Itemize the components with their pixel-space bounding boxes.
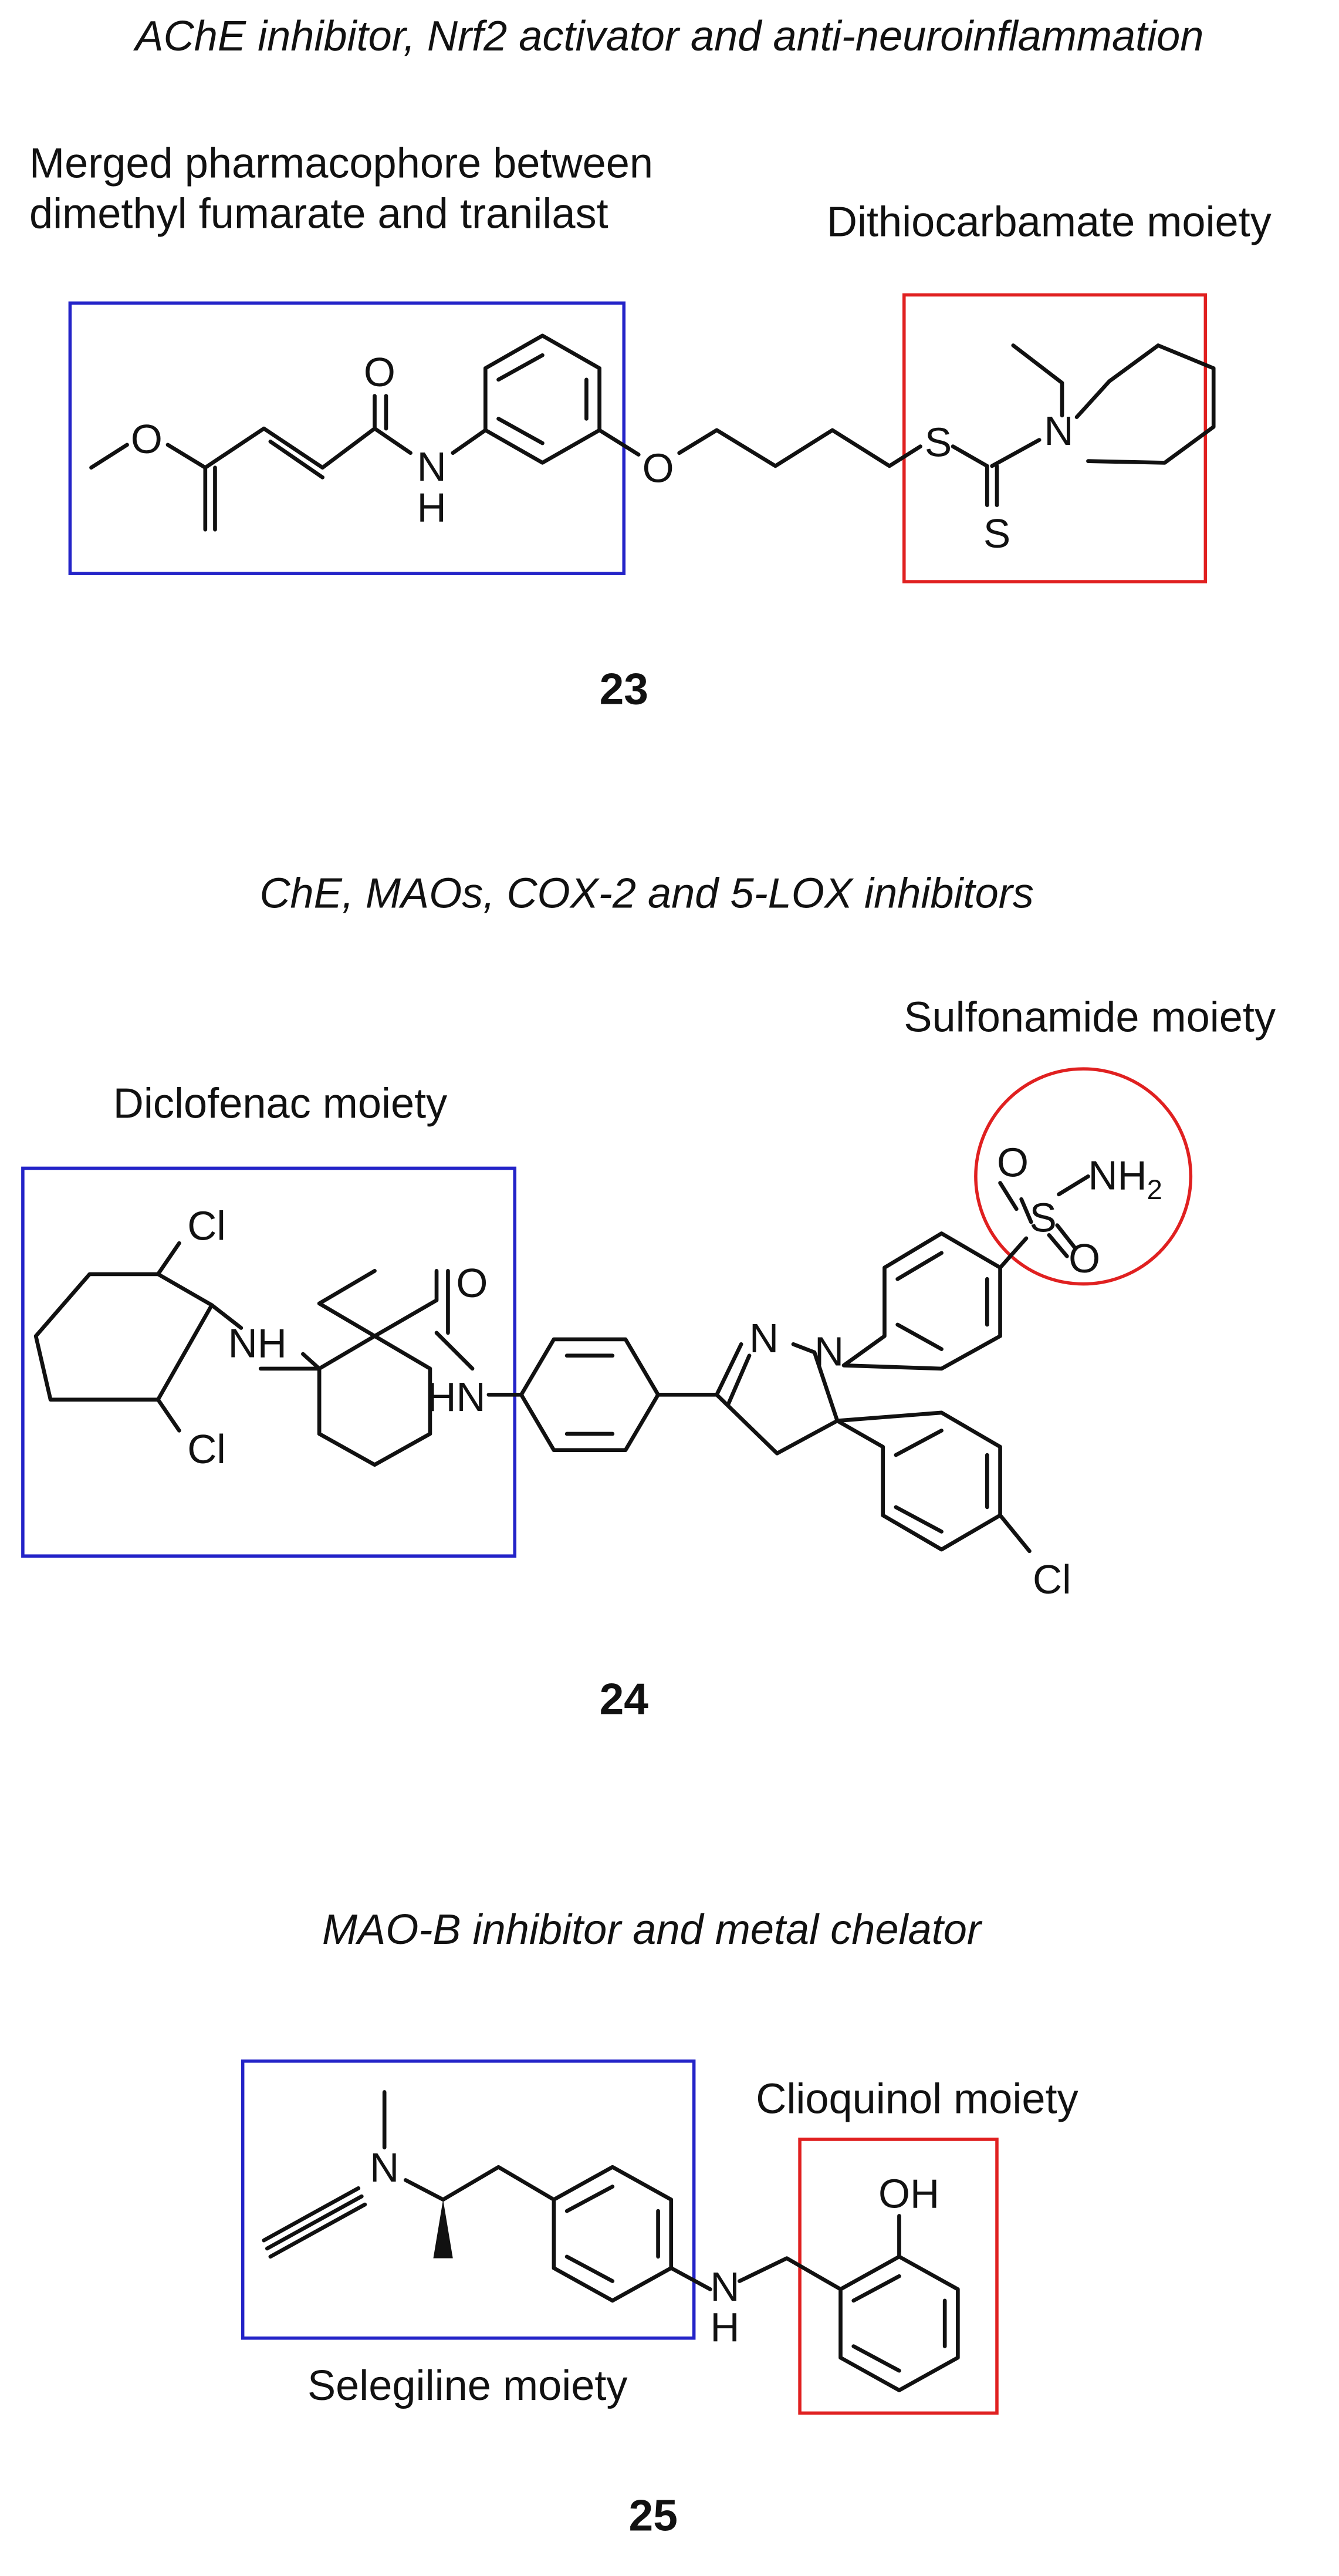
atom-N-piperidine: N (1044, 408, 1073, 454)
atom-N-aniline: N (710, 2264, 739, 2310)
compound-24-left-label: Diclofenac moiety (113, 1080, 447, 1127)
atom-NH2: NH2 (1088, 1153, 1162, 1206)
atom-N-pyrazoline-2: N (814, 1328, 844, 1374)
compound-25-title: MAO-B inhibitor and metal chelator (322, 1906, 983, 1953)
compound-23: AChE inhibitor, Nrf2 activator and anti-… (29, 13, 1272, 713)
compound-24-number: 24 (600, 1674, 649, 1723)
atom-NH: NH (228, 1320, 287, 1366)
atom-O-methoxy: O (131, 416, 163, 462)
atom-O-sulfonyl-1: O (997, 1139, 1029, 1185)
compound-23-left-label-line1: Merged pharmacophore between (29, 140, 653, 187)
atom-S-sulfonyl: S (1030, 1195, 1057, 1241)
pharmacophore-box (68, 301, 626, 575)
compound-24-right-label: Sulfonamide moiety (904, 994, 1276, 1041)
compound-23-number: 23 (600, 664, 648, 713)
compound-25-bottom-label: Selegiline moiety (307, 2362, 627, 2409)
compound-24-structure: Cl Cl NH O HN N N O S O NH2 Cl (33, 1139, 1162, 1602)
selegiline-box (241, 2059, 696, 2340)
atom-O-sulfonyl-2: O (1069, 1235, 1100, 1281)
atom-O-amide: O (456, 1260, 488, 1306)
atom-H-aniline: H (710, 2304, 739, 2350)
compound-23-left-label-line2: dimethyl fumarate and tranilast (29, 191, 608, 238)
atom-HN: HN (427, 1374, 485, 1420)
compound-25: MAO-B inhibitor and metal chelator Clioq… (241, 1906, 1078, 2540)
atom-O-ether: O (643, 445, 674, 491)
atom-H-amide: H (417, 484, 447, 530)
compound-23-title: AChE inhibitor, Nrf2 activator and anti-… (133, 13, 1204, 60)
compound-25-structure: N N H OH (262, 2090, 960, 2392)
dithiocarbamate-box (902, 293, 1208, 583)
atom-S-thione: S (983, 511, 1010, 556)
compound-24-title: ChE, MAOs, COX-2 and 5-LOX inhibitors (259, 870, 1033, 917)
compound-24: ChE, MAOs, COX-2 and 5-LOX inhibitors Su… (21, 870, 1276, 1723)
sulfonamide-circle (974, 1067, 1193, 1286)
diclofenac-box (21, 1166, 517, 1558)
compound-23-right-label: Dithiocarbamate moiety (827, 199, 1272, 246)
compound-25-right-label: Clioquinol moiety (756, 2076, 1078, 2123)
atom-Cl-1: Cl (187, 1203, 226, 1249)
atom-S-thio: S (925, 419, 952, 465)
atom-N-amide: N (417, 444, 447, 489)
compound-25-number: 25 (629, 2490, 678, 2540)
atom-N-amine: N (370, 2145, 399, 2190)
atom-OH: OH (878, 2171, 939, 2217)
atom-Cl-2: Cl (187, 1426, 226, 1472)
atom-O-carbonyl: O (364, 349, 395, 395)
atom-Cl-3: Cl (1033, 1557, 1071, 1602)
atom-N-pyrazoline-1: N (749, 1315, 779, 1361)
compound-23-structure: O O N H O S S N (89, 333, 1216, 556)
wedge-bond (433, 2199, 453, 2258)
clioquinol-box (798, 2138, 999, 2415)
